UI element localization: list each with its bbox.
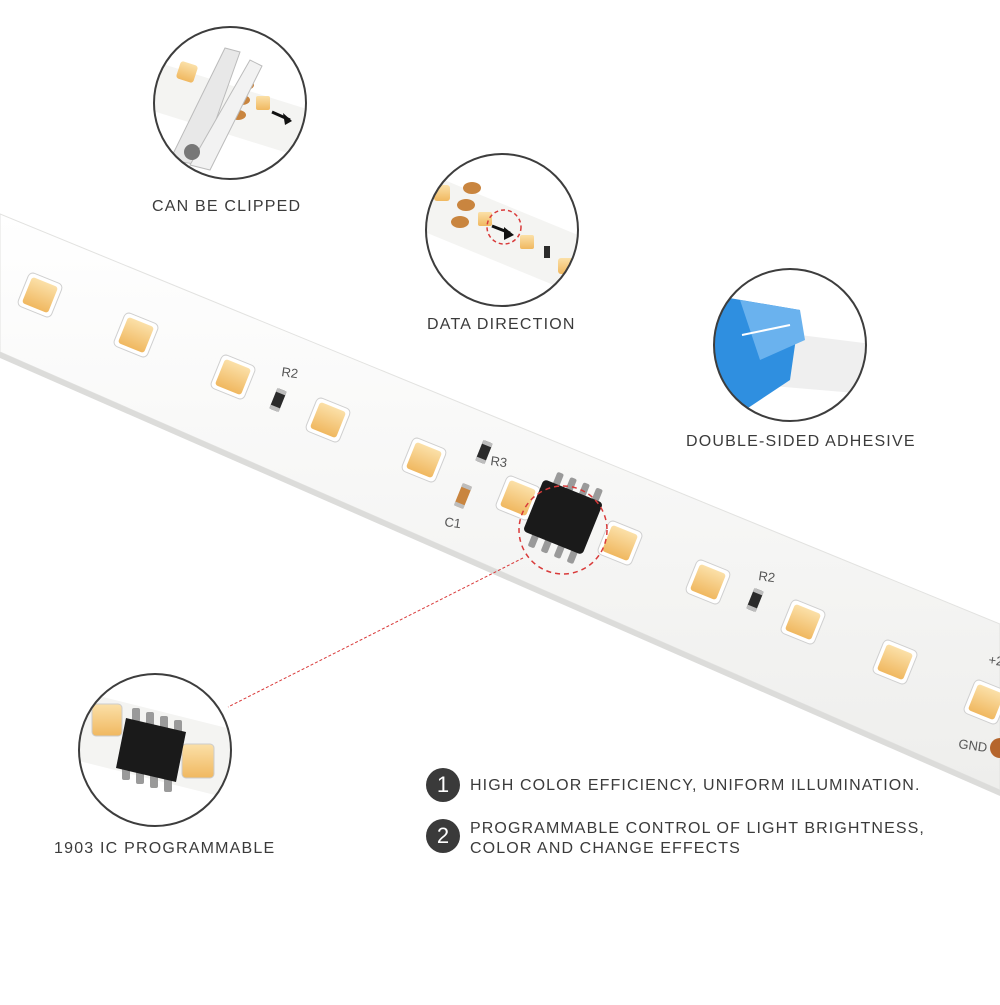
pcb-label-r2: R2 (281, 364, 300, 381)
led-chip (963, 679, 1000, 725)
led-chip (872, 639, 918, 685)
gnd-pad (990, 738, 1000, 758)
ic-highlight-ring (518, 485, 608, 575)
led-chip (685, 559, 731, 605)
pcb-label-gnd: GND (958, 736, 989, 755)
feature-number-badge: 2 (426, 819, 460, 853)
led-chip (113, 312, 159, 358)
leader-line (227, 557, 524, 708)
led-chip (17, 272, 63, 318)
zoom-bubble-ic (78, 673, 232, 827)
led-chip (780, 599, 826, 645)
label-ic-programmable: 1903 IC PROGRAMMABLE (54, 840, 276, 857)
feature-number-badge: 1 (426, 768, 460, 802)
zoom-bubble-direction (425, 153, 579, 307)
led-chip (210, 354, 256, 400)
feature-text: PROGRAMMABLE CONTROL OF LIGHT BRIGHTNESS… (470, 820, 925, 857)
led-chip (495, 475, 541, 521)
feature-text: HIGH COLOR EFFICIENCY, UNIFORM ILLUMINAT… (470, 777, 921, 794)
pcb-label-plus: +2 (988, 652, 1000, 669)
led-row (17, 272, 1000, 725)
smd-components (269, 387, 1000, 758)
pcb-label-c1: C1 (444, 514, 463, 531)
pcb-label-r2b: R2 (758, 568, 777, 585)
feature-item-1: 1 HIGH COLOR EFFICIENCY, UNIFORM ILLUMIN… (426, 768, 986, 802)
zoom-bubble-clipped (153, 26, 307, 180)
capacitor-c1 (453, 483, 473, 509)
resistor-r3 (475, 439, 493, 465)
label-double-sided-adhesive: DOUBLE-SIDED ADHESIVE (686, 433, 916, 450)
feature-item-2: 2 PROGRAMMABLE CONTROL OF LIGHT BRIGHTNE… (426, 819, 986, 859)
led-chip (597, 520, 643, 566)
resistor-r2 (269, 387, 287, 413)
led-chip (401, 437, 447, 483)
pcb-label-r3: R3 (490, 453, 509, 470)
zoom-bubble-adhesive (713, 268, 867, 422)
label-data-direction: DATA DIRECTION (427, 316, 576, 333)
led-chip (305, 397, 351, 443)
label-can-be-clipped: CAN BE CLIPPED (152, 198, 302, 215)
ic-chip (524, 472, 603, 564)
resistor-r2-second (746, 587, 764, 613)
